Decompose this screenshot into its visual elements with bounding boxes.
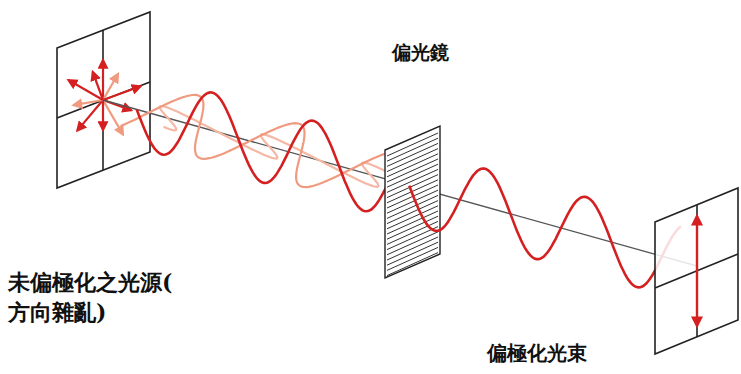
light-wave <box>409 169 681 288</box>
source-label: 未偏極化之光源( 方向雜亂) <box>8 268 188 327</box>
random-polarization-arrows <box>68 60 140 135</box>
output-frame <box>655 188 738 354</box>
light-wave <box>121 95 406 195</box>
unpolarized-waves <box>121 92 409 211</box>
polarization-arrow <box>74 100 104 105</box>
polarizer-label: 偏光鏡 <box>392 40 449 66</box>
polarization-arrow <box>103 86 141 100</box>
beam-label: 偏極化光束 <box>487 340 587 367</box>
polarized-wave <box>409 169 681 288</box>
polarization-arrow <box>102 100 104 130</box>
light-wave <box>137 92 409 211</box>
polarization-arrow <box>102 60 104 100</box>
polarizer-grating <box>385 126 440 278</box>
polarization-arrow <box>93 72 103 100</box>
